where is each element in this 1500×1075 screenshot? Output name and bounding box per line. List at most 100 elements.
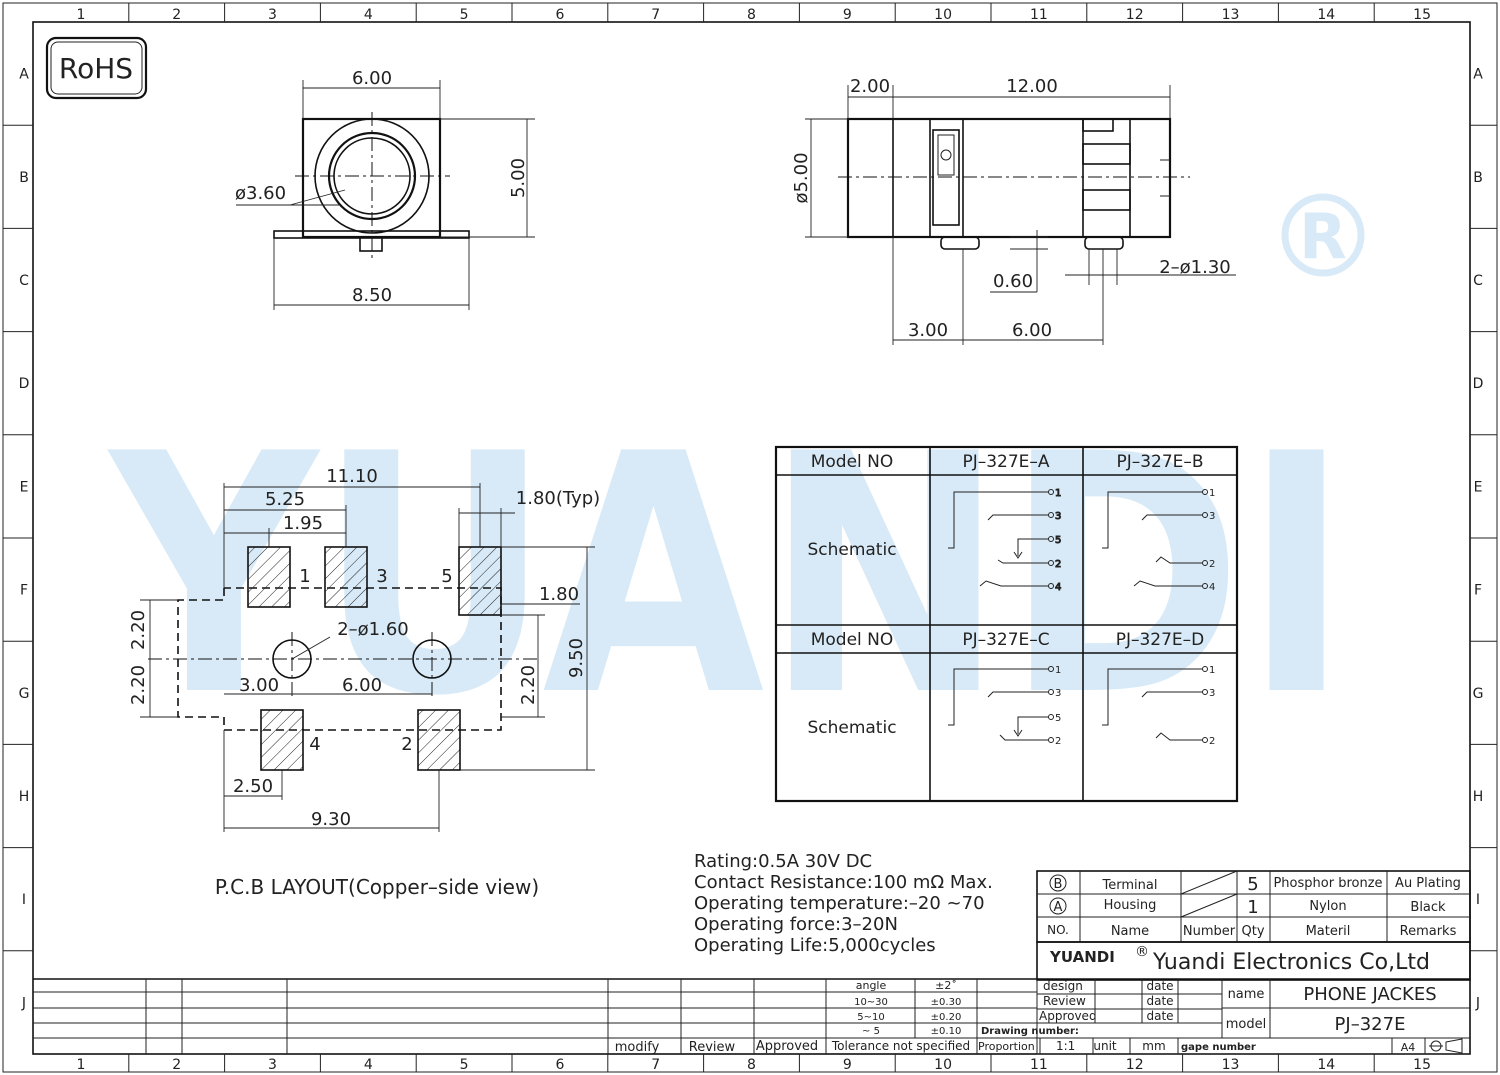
column-label-9-top: 9 xyxy=(843,7,852,23)
row-label-I-left: I xyxy=(22,892,26,908)
column-label-4-bottom: 4 xyxy=(364,1057,373,1073)
tol-r2: 5~10 xyxy=(857,1012,884,1023)
bom-qty-terminal: 5 xyxy=(1247,874,1258,895)
dim-pcb-bottom-220: 2.20 xyxy=(128,665,149,705)
tol-r2v: ±0.20 xyxy=(931,1012,962,1023)
schematic-table: Model NO Model NO Schematic Schematic PJ… xyxy=(774,445,1239,803)
column-label-10-bottom: 10 xyxy=(934,1057,952,1073)
sch-c-pin-5: 5 xyxy=(1055,713,1061,724)
column-label-4-top: 4 xyxy=(364,7,373,23)
tb-unit-value: mm xyxy=(1142,1039,1165,1053)
dim-base-width: 8.50 xyxy=(352,285,392,306)
dim-hole-dia: ø3.60 xyxy=(235,183,286,204)
column-label-13-top: 13 xyxy=(1222,7,1240,23)
rohs-text: RoHS xyxy=(59,52,133,85)
front-view: 6.00 5.00 ø3.60 8.50 xyxy=(235,68,535,310)
pad-label-5: 5 xyxy=(441,566,452,587)
dim-pcb-height: 9.50 xyxy=(566,638,587,678)
title-block: YUANDI ® Yuandi Electronics Co,Ltd modif… xyxy=(33,941,1471,1055)
dim-front-height: 5.00 xyxy=(508,158,529,198)
dim-pin-offset: 3.00 xyxy=(908,320,948,341)
dim-pin-pitch: 6.00 xyxy=(1012,320,1052,341)
dim-pcb-bottom-span: 9.30 xyxy=(311,809,351,830)
column-label-2-bottom: 2 xyxy=(172,1057,181,1073)
specs: Rating:0.5A 30V DC Contact Resistance:10… xyxy=(694,851,993,956)
column-label-15-bottom: 15 xyxy=(1413,1057,1431,1073)
column-label-5-bottom: 5 xyxy=(460,1057,469,1073)
dim-pcb-pad-width: 1.80(Typ) xyxy=(516,488,600,509)
bom-material-housing: Nylon xyxy=(1309,899,1346,914)
model-b: PJ–327E–B xyxy=(1116,452,1203,472)
bom-mark-a: A xyxy=(1054,900,1063,915)
sch-d-pin-3: 3 xyxy=(1209,688,1215,699)
column-label-12-top: 12 xyxy=(1126,7,1144,23)
tol-angle: angle xyxy=(856,979,887,992)
tb-drawing-number: Drawing number: xyxy=(981,1026,1079,1037)
spec-life: Operating Life:5,000cycles xyxy=(694,935,936,956)
column-labels: 1122334455667788991010111112121313141415… xyxy=(76,3,1431,1073)
row-label-G-left: G xyxy=(19,686,30,702)
row-label-B-right: B xyxy=(1473,170,1483,186)
pcb-caption: P.C.B LAYOUT(Copper–side view) xyxy=(215,875,539,899)
bom-header-qty: Qty xyxy=(1241,924,1264,939)
watermark-registered: R xyxy=(1281,193,1365,277)
row-label-F-left: F xyxy=(20,583,28,599)
column-label-8-top: 8 xyxy=(747,7,756,23)
table-model-header-1: Model NO xyxy=(811,452,894,472)
row-label-H-left: H xyxy=(19,789,30,805)
table-row-label-2: Schematic xyxy=(807,718,896,738)
sch-c-pin-1: 1 xyxy=(1055,665,1061,676)
sch-c-pin-3: 3 xyxy=(1055,688,1061,699)
schematic-c: 1 3 5 2 xyxy=(948,665,1061,747)
tb-model-label: model xyxy=(1226,1017,1266,1032)
sch-a-pin-5: 5 xyxy=(1055,535,1061,546)
dim-pins-dia: 2–ø1.30 xyxy=(1159,257,1231,278)
spec-temperature: Operating temperature:–20 ~70 xyxy=(694,893,985,914)
row-label-J-right: J xyxy=(1475,995,1480,1011)
column-label-14-bottom: 14 xyxy=(1317,1057,1335,1073)
dim-pcb-hole-pitch: 6.00 xyxy=(342,675,382,696)
tol-r1: 10~30 xyxy=(854,997,888,1008)
column-label-11-top: 11 xyxy=(1030,7,1048,23)
sch-d-pin-2: 2 xyxy=(1209,736,1215,747)
sch-d-pin-1: 1 xyxy=(1209,665,1215,676)
schematic-b: 1 3 2 4 xyxy=(1102,488,1215,593)
tb-date-1: date xyxy=(1146,979,1173,993)
projection-symbol-icon xyxy=(1429,1038,1463,1054)
dim-pcb-hole-left: 3.00 xyxy=(239,675,279,696)
dim-pcb-pad-gap: 1.95 xyxy=(283,513,323,534)
column-label-14-top: 14 xyxy=(1317,7,1335,23)
sch-b-pin-2: 2 xyxy=(1209,559,1215,570)
spec-force: Operating force:3–20N xyxy=(694,914,898,935)
sch-c-pin-2: 2 xyxy=(1055,736,1061,747)
row-label-F-right: F xyxy=(1474,583,1482,599)
tol-r3: ~ 5 xyxy=(862,1026,880,1037)
pad-4 xyxy=(260,709,304,771)
row-label-D-right: D xyxy=(1473,376,1484,392)
column-label-3-bottom: 3 xyxy=(268,1057,277,1073)
dim-step: 0.60 xyxy=(993,271,1033,292)
dim-pcb-pad-offset: 1.80 xyxy=(539,584,579,605)
column-label-3-top: 3 xyxy=(268,7,277,23)
sch-a-pin-4: 4 xyxy=(1055,582,1061,593)
schematic-a: 1 3 5 2 4 xyxy=(948,488,1062,594)
bom-name-housing: Housing xyxy=(1104,898,1157,913)
tb-name-label: name xyxy=(1228,987,1265,1002)
pad-1 xyxy=(247,546,291,608)
tb-unit: unit xyxy=(1093,1039,1117,1053)
column-label-6-top: 6 xyxy=(555,7,564,23)
spec-resistance: Contact Resistance:100 mΩ Max. xyxy=(694,872,993,893)
bom-header-remarks: Remarks xyxy=(1400,924,1457,939)
tb-design: design xyxy=(1043,979,1083,993)
bom-header-material: Materil xyxy=(1306,924,1351,939)
column-label-5-top: 5 xyxy=(460,7,469,23)
row-label-H-right: H xyxy=(1473,789,1484,805)
tb-review: Review xyxy=(1043,994,1086,1008)
sch-a-pin-2: 2 xyxy=(1055,559,1061,570)
tb-date-3: date xyxy=(1146,1009,1173,1023)
dim-pcb-right-220: 2.20 xyxy=(518,665,539,705)
tb-model-value: PJ–327E xyxy=(1335,1014,1406,1035)
column-label-7-top: 7 xyxy=(651,7,660,23)
